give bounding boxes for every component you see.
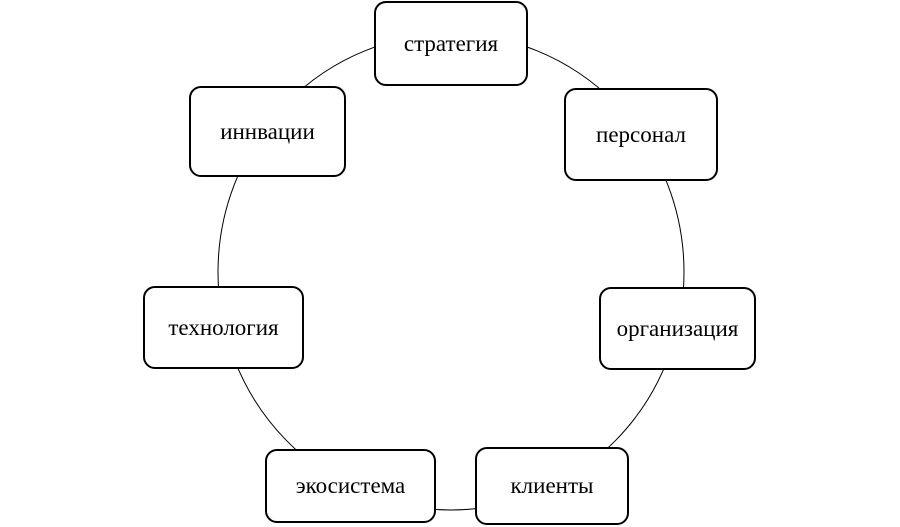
node-technology: технология: [143, 286, 304, 369]
node-label: клиенты: [510, 473, 594, 498]
node-clients: клиенты: [475, 447, 629, 525]
node-label: технология: [168, 314, 279, 340]
node-ecosystem: экосистема: [265, 449, 436, 523]
node-organization: организация: [599, 287, 756, 370]
node-strategy: стратегия: [374, 1, 528, 86]
node-label: стратегия: [403, 30, 499, 56]
node-label: организация: [616, 315, 739, 341]
node-label: экосистема: [295, 473, 406, 498]
node-innovations: иннвации: [189, 86, 346, 177]
node-personnel: персонал: [564, 88, 718, 181]
node-label: персонал: [596, 121, 686, 147]
node-label: иннвации: [220, 118, 315, 144]
